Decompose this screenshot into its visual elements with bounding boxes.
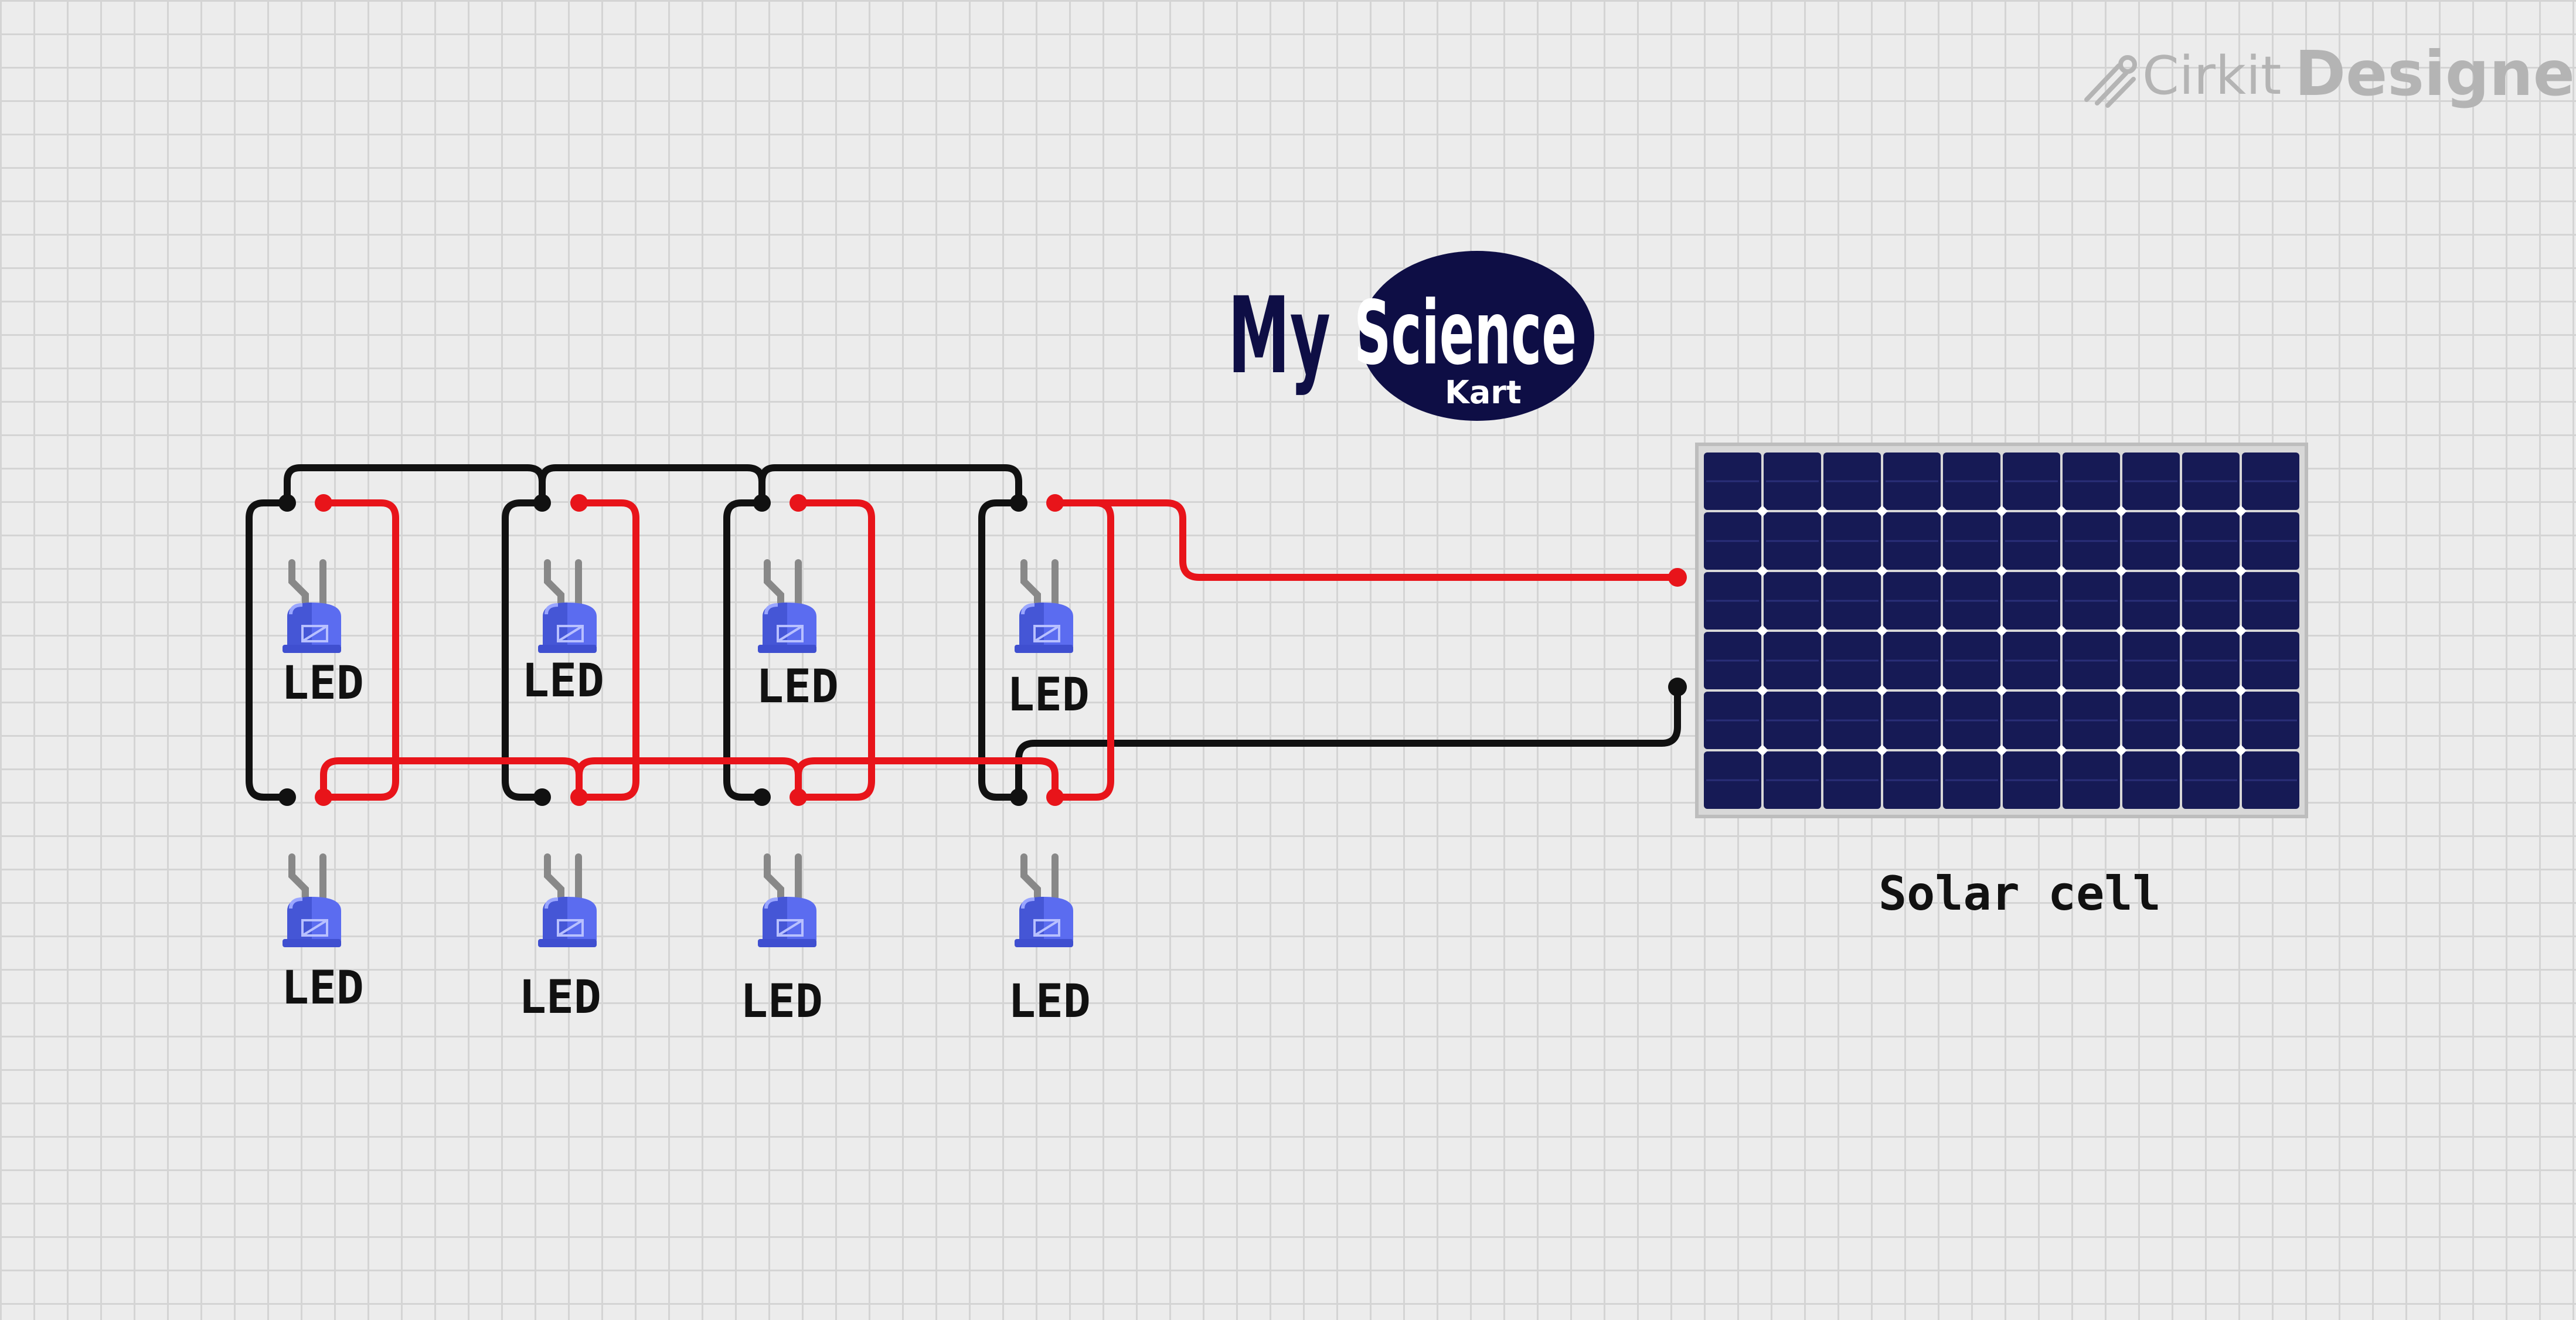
solar-cell-joint	[1757, 505, 1768, 517]
logo-my-text: My	[1228, 275, 1330, 397]
cirkit-brand-text: Cirkit	[2142, 45, 2281, 107]
solar-cell-joint	[1996, 625, 2007, 637]
led-label: LED	[281, 962, 364, 1015]
solar-cell-joint	[1996, 565, 2007, 577]
solar-cell-joint	[1936, 505, 1948, 517]
solar-cell-joint	[2115, 505, 2127, 517]
wire-positive-to-solar[interactable]	[1052, 499, 1681, 581]
solar-cell-joint	[1816, 505, 1828, 517]
solar-cell-joint	[2115, 744, 2127, 756]
solar-cell-joint	[2115, 565, 2127, 577]
solar-cell-joint	[1936, 685, 1948, 696]
solar-cell-joint	[2235, 565, 2247, 577]
solar-cell-joint	[2235, 505, 2247, 517]
solar-panel-cells	[1704, 453, 2299, 809]
logo-kart-text: Kart	[1445, 374, 1522, 411]
solar-cell-joint	[2235, 625, 2247, 637]
solar-cell-joint	[2056, 565, 2067, 577]
led-label: LED	[1008, 975, 1091, 1028]
solar-cell-joint	[1816, 565, 1828, 577]
solar-cell-joint	[2175, 565, 2187, 577]
solar-cell-joint	[1757, 625, 1768, 637]
solar-cell-joint	[1996, 744, 2007, 756]
solar-cell-joint	[1876, 744, 1888, 756]
cirkit-logo-icon	[2084, 55, 2137, 108]
led-label: LED	[1007, 669, 1090, 722]
myscience-kart-logo: My Science Kart	[1228, 251, 1594, 421]
wire-positive-loop1[interactable]	[320, 499, 399, 801]
wire-negative-col2[interactable]	[502, 499, 546, 801]
solar-cell-joint	[2056, 505, 2067, 517]
led-1[interactable]	[283, 563, 341, 653]
solar-cell-joint	[1757, 685, 1768, 696]
wire-negative-to-solar[interactable]	[1015, 683, 1681, 801]
solar-cell-joint	[2175, 625, 2187, 637]
solar-cell-joint	[2115, 625, 2127, 637]
led-6[interactable]	[538, 857, 597, 947]
solar-cell-joint	[1757, 744, 1768, 756]
led-3[interactable]	[758, 563, 816, 653]
pin-dots	[278, 494, 1687, 806]
solar-cell-joint	[2056, 744, 2067, 756]
led-7[interactable]	[758, 857, 816, 947]
logo-ellipse	[1360, 251, 1594, 421]
solar-cell-joint	[1876, 685, 1888, 696]
wire-negative-col3[interactable]	[723, 499, 765, 801]
designer-brand-text: Designer	[2295, 38, 2576, 110]
led-label: LED	[519, 971, 601, 1024]
wire-positive-loop3[interactable]	[795, 499, 875, 801]
led-4[interactable]	[1015, 563, 1073, 653]
led-label: LED	[522, 655, 604, 707]
led-5[interactable]	[283, 857, 341, 947]
solar-cell-joint	[2175, 505, 2187, 517]
solar-cell-joint	[1936, 625, 1948, 637]
solar-cell-joint	[1757, 565, 1768, 577]
solar-cell-joint	[1816, 685, 1828, 696]
solar-cell-joint	[1936, 744, 1948, 756]
solar-cell-joint	[2175, 744, 2187, 756]
logo-science-text: Science	[1354, 283, 1577, 385]
solar-cell-joint	[1936, 565, 1948, 577]
solar-cell-joint	[1996, 505, 2007, 517]
led-label: LED	[756, 661, 839, 713]
led-label: LED	[281, 657, 364, 710]
solar-panel[interactable]	[1695, 443, 2308, 818]
wire-positive-loop2[interactable]	[576, 499, 639, 801]
wire-negative-top-rail[interactable]	[284, 464, 1022, 506]
solar-cell-joint	[1816, 744, 1828, 756]
solar-cell-joint	[1876, 505, 1888, 517]
solar-cell-joint	[1876, 565, 1888, 577]
wire-negative-col1[interactable]	[246, 499, 291, 801]
solar-cell-joint	[2056, 685, 2067, 696]
led-2[interactable]	[538, 563, 597, 653]
solar-cell-joint	[1996, 685, 2007, 696]
wires	[246, 464, 1681, 801]
solar-cell-joint	[1816, 625, 1828, 637]
cirkit-designer-watermark: Cirkit Designer	[2084, 38, 2576, 110]
led-label: LED	[740, 975, 823, 1028]
solar-cell-joint	[1876, 625, 1888, 637]
solar-cell-joint	[2175, 685, 2187, 696]
wire-negative-col4[interactable]	[978, 499, 1022, 801]
solar-cell-joint	[2235, 744, 2247, 756]
solar-cell-joint	[2235, 685, 2247, 696]
solar-cell-joint	[2115, 685, 2127, 696]
solar-cell-label: Solar cell	[1879, 866, 2161, 921]
wire-positive-bus[interactable]	[320, 757, 1059, 801]
solar-cell-joint	[2056, 625, 2067, 637]
led-8[interactable]	[1015, 857, 1073, 947]
